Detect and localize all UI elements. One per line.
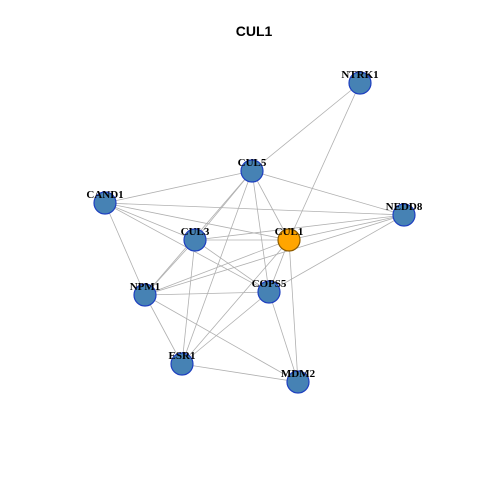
edge-npm1-nedd8 [144, 214, 405, 296]
node-label-cul3: CUL3 [181, 226, 210, 238]
edge-cul1-esr1 [181, 239, 290, 365]
node-nedd8[interactable] [392, 203, 416, 227]
node-cul3[interactable] [183, 228, 207, 252]
node-label-ntrk1: NTRK1 [341, 69, 378, 81]
node-mdm2[interactable] [286, 370, 310, 394]
node-label-cul5: CUL5 [238, 157, 267, 169]
node-label-nedd8: NEDD8 [386, 201, 423, 213]
node-cul5[interactable] [240, 159, 264, 183]
edge-cul3-nedd8 [194, 214, 405, 241]
edge-cops5-esr1 [181, 291, 270, 365]
edge-cul5-cand1 [104, 170, 253, 204]
node-npm1[interactable] [133, 283, 157, 307]
node-label-mdm2: MDM2 [281, 368, 316, 380]
edge-cul5-nedd8 [251, 170, 405, 216]
node-ntrk1[interactable] [348, 71, 372, 95]
edge-cand1-cul1 [104, 202, 290, 241]
graph-title: CUL1 [236, 23, 273, 39]
node-label-cops5: COPS5 [252, 278, 287, 290]
edge-cul3-npm1 [144, 239, 196, 296]
node-esr1[interactable] [170, 352, 194, 376]
edge-ntrk1-cul5 [251, 82, 361, 172]
node-label-cand1: CAND1 [86, 189, 123, 201]
edge-cand1-cul3 [104, 202, 196, 241]
edge-cul5-cops5 [251, 170, 270, 293]
node-layer [93, 71, 416, 394]
edge-cul1-npm1 [144, 239, 290, 296]
edge-ntrk1-cul1 [288, 82, 361, 241]
edge-cops5-mdm2 [268, 291, 299, 383]
edge-cand1-nedd8 [104, 202, 405, 216]
edge-cand1-npm1 [104, 202, 146, 296]
node-cul1[interactable] [277, 228, 301, 252]
edge-cops5-npm1 [144, 291, 270, 296]
edge-npm1-mdm2 [144, 294, 299, 383]
edge-esr1-mdm2 [181, 363, 299, 383]
edge-layer [104, 82, 405, 383]
edge-cops5-nedd8 [268, 214, 405, 293]
edge-cul5-cul1 [251, 170, 290, 241]
node-cops5[interactable] [257, 280, 281, 304]
edge-cul3-cops5 [194, 239, 270, 293]
node-label-esr1: ESR1 [169, 350, 196, 362]
edge-cul1-nedd8 [288, 214, 405, 241]
node-label-cul1: CUL1 [275, 226, 304, 238]
node-cand1[interactable] [93, 191, 117, 215]
node-label-npm1: NPM1 [130, 281, 161, 293]
edge-cul1-mdm2 [288, 239, 299, 383]
edge-cul3-esr1 [181, 239, 196, 365]
edge-npm1-esr1 [144, 294, 183, 365]
